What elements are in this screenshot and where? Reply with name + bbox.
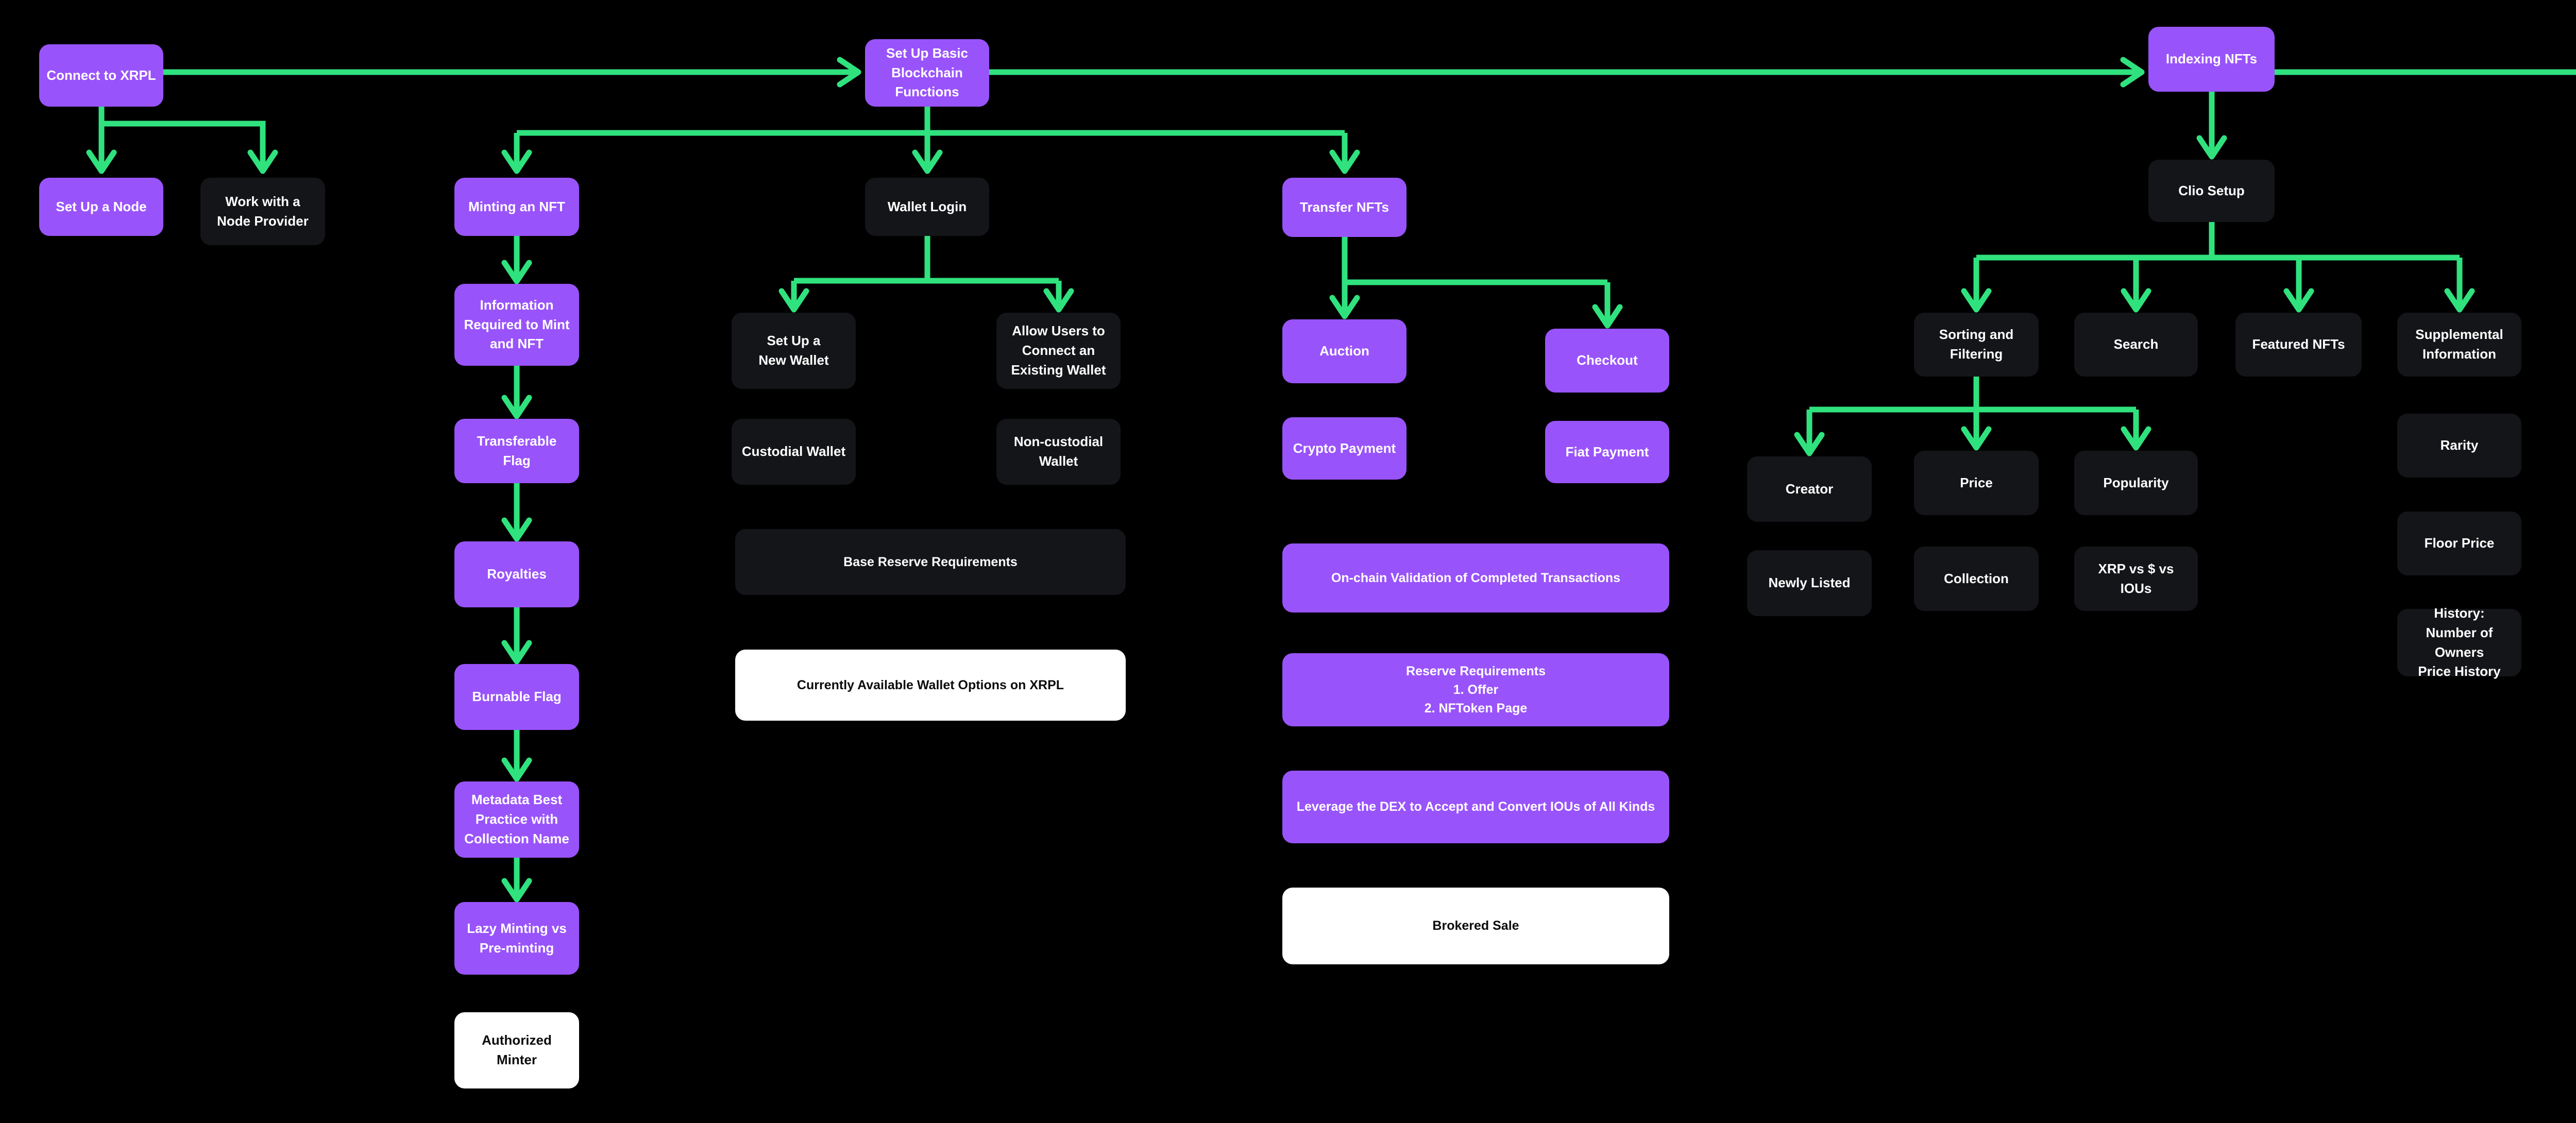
node-work-with-node-provider: Work with a Node Provider <box>200 178 325 245</box>
node-auction: Auction <box>1282 319 1406 383</box>
node-transfer-nfts: Transfer NFTs <box>1282 178 1406 237</box>
node-creator: Creator <box>1747 456 1872 522</box>
node-history: History: Number of Owners Price History <box>2397 605 2521 679</box>
node-sorting-and-filtering: Sorting and Filtering <box>1914 313 2039 377</box>
node-non-custodial-wallet: Non-custodial Wallet <box>996 419 1121 485</box>
node-transferable-flag: Transferable Flag <box>454 419 579 483</box>
node-set-up-a-node: Set Up a Node <box>39 178 163 236</box>
node-fiat-payment: Fiat Payment <box>1545 421 1669 483</box>
node-reserve-requirements: Reserve Requirements 1. Offer 2. NFToken… <box>1282 653 1669 726</box>
node-popularity: Popularity <box>2074 451 2198 515</box>
node-crypto-payment: Crypto Payment <box>1282 417 1406 480</box>
node-information-required: Information Required to Mint and NFT <box>454 284 579 366</box>
node-wallet-options-xrpl: Currently Available Wallet Options on XR… <box>735 650 1126 721</box>
node-newly-listed: Newly Listed <box>1747 550 1872 616</box>
node-brokered-sale: Brokered Sale <box>1282 888 1669 964</box>
node-collection: Collection <box>1914 547 2039 611</box>
node-metadata-best-practice: Metadata Best Practice with Collection N… <box>454 781 579 858</box>
node-royalties: Royalties <box>454 541 579 607</box>
node-featured-nfts: Featured NFTs <box>2235 313 2362 377</box>
node-search: Search <box>2074 313 2198 377</box>
node-checkout: Checkout <box>1545 329 1669 393</box>
node-burnable-flag: Burnable Flag <box>454 664 579 730</box>
node-floor-price: Floor Price <box>2397 512 2521 575</box>
node-lazy-minting: Lazy Minting vs Pre-minting <box>454 902 579 975</box>
node-clio-setup: Clio Setup <box>2148 160 2275 222</box>
node-wallet-login: Wallet Login <box>865 178 989 236</box>
node-onchain-validation: On-chain Validation of Completed Transac… <box>1282 543 1669 612</box>
node-supplemental-information: Supplemental Information <box>2397 313 2521 377</box>
node-leverage-dex: Leverage the DEX to Accept and Convert I… <box>1282 771 1669 843</box>
node-base-reserve-requirements: Base Reserve Requirements <box>735 529 1126 595</box>
node-basic-blockchain-functions: Set Up Basic Blockchain Functions <box>865 39 989 107</box>
node-indexing-nfts: Indexing NFTs <box>2148 27 2275 92</box>
node-authorized-minter: Authorized Minter <box>454 1012 579 1088</box>
node-minting-an-nft: Minting an NFT <box>454 178 579 236</box>
node-xrp-vs-usd-vs-ious: XRP vs $ vs IOUs <box>2074 547 2198 611</box>
node-connect-to-xrpl: Connect to XRPL <box>39 44 163 107</box>
node-rarity: Rarity <box>2397 414 2521 478</box>
node-set-up-new-wallet: Set Up a New Wallet <box>732 313 856 389</box>
node-price: Price <box>1914 451 2039 515</box>
node-custodial-wallet: Custodial Wallet <box>732 419 856 485</box>
node-connect-existing-wallet: Allow Users to Connect an Existing Walle… <box>996 313 1121 389</box>
